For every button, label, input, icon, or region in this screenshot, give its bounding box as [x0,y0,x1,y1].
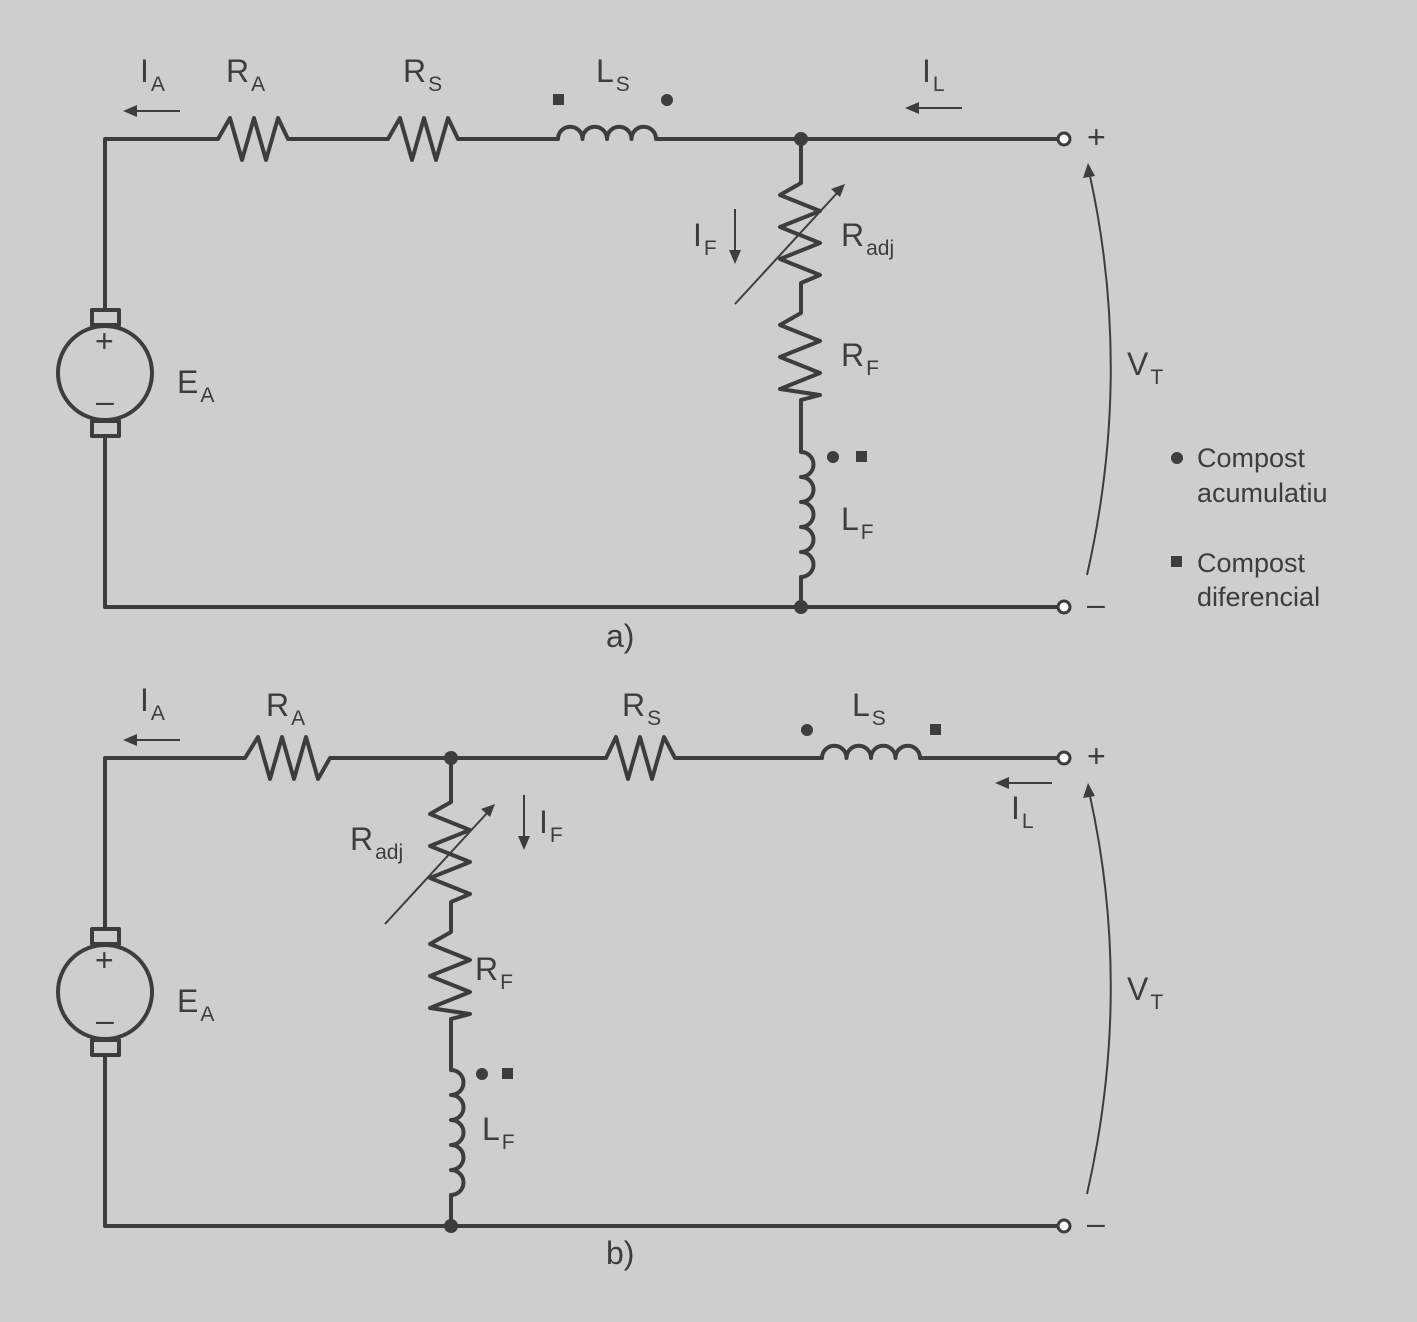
terminal-a-plus[interactable] [1056,131,1072,147]
ls-square-mark-b [930,724,941,735]
bottom-wire-b [103,1053,1060,1228]
lf-dot-mark-b [476,1068,488,1080]
ia-label-b: IA [140,682,165,725]
if-arrow-icon-b [518,836,530,850]
vt-arrow-icon-a [1083,163,1095,178]
source-minus-b: – [96,1002,114,1038]
ra-label-a: RA [226,53,265,96]
shunt-branch-a [778,137,822,609]
vt-arrow-icon-b [1083,783,1095,798]
radj-arrow-icon-a [831,184,845,197]
rf-label-a: RF [841,337,879,380]
junction-dot-a-top [794,132,808,146]
source-brush-bottom-a [90,419,121,438]
junction-dot-b-bottom [444,1219,458,1233]
top-wire-a [103,116,1060,312]
source-minus-a: – [96,383,114,419]
if-arrow-icon-a [729,250,741,264]
minus-label-b: – [1087,1205,1105,1241]
generator-source-b [56,943,154,1041]
il-label-a: IL [922,53,945,96]
radj-label-a: Radj [841,217,894,260]
terminal-b-minus[interactable] [1056,1218,1072,1234]
legend-dot-icon [1171,452,1183,464]
ra-label-b: RA [266,687,305,730]
radj-arrow-icon-b [481,804,495,817]
legend-dot-line2: acumulatiu [1197,478,1328,508]
shunt-branch-b [428,756,472,1228]
rf-label-b: RF [475,951,513,994]
lf-dot-mark-a [827,451,839,463]
circuit-b: + – IA RA RS LS IL + – IF Radj RF LF EA … [56,682,1163,1271]
source-brush-bottom-b [90,1038,121,1057]
ia-arrow-icon-b [123,734,137,746]
rs-label-b: RS [622,687,661,730]
lf-label-b: LF [482,1111,515,1154]
ea-label-a: EA [177,364,214,407]
ls-label-a: LS [596,53,630,96]
radj-label-b: Radj [350,821,403,864]
ea-label-b: EA [177,983,214,1026]
ia-label-a: IA [140,53,165,96]
junction-dot-b-top [444,751,458,765]
caption-a: a) [606,618,634,654]
if-label-a: IF [693,217,717,260]
lf-square-mark-a [856,451,867,462]
source-plus-b: + [95,942,114,978]
lf-label-a: LF [841,501,874,544]
legend-dot-line1: Compost [1197,443,1306,473]
legend-square-line2: diferencial [1197,582,1320,612]
plus-label-a: + [1087,119,1106,155]
il-label-b: IL [1011,790,1034,833]
caption-b: b) [606,1235,634,1271]
plus-label-b: + [1087,738,1106,774]
source-plus-a: + [95,323,114,359]
generator-source-a [56,324,154,422]
vt-label-b: VT [1127,971,1163,1014]
terminal-b-plus[interactable] [1056,750,1072,766]
il-arrow-icon-b [995,777,1009,789]
terminal-a-minus[interactable] [1056,599,1072,615]
ls-dot-mark-b [801,724,813,736]
lf-square-mark-b [502,1068,513,1079]
ls-dot-mark-a [661,94,673,106]
legend-square-line1: Compost [1197,548,1306,578]
top-wire-b [103,735,1060,931]
minus-label-a: – [1087,586,1105,622]
ls-square-mark-a [553,94,564,105]
circuit-a: + – IA RA RS LS IL + – IF Radj RF LF EA … [56,53,1163,654]
il-arrow-icon-a [905,102,919,114]
ls-label-b: LS [852,687,886,730]
ia-arrow-icon-a [123,105,137,117]
if-label-b: IF [539,804,563,847]
vt-label-a: VT [1127,346,1163,389]
legend-square-icon [1171,556,1182,567]
junction-dot-a-bottom [794,600,808,614]
legend: Compost acumulatiu Compost diferencial [1171,443,1328,612]
rs-label-a: RS [403,53,442,96]
bottom-wire-a [103,434,1060,609]
